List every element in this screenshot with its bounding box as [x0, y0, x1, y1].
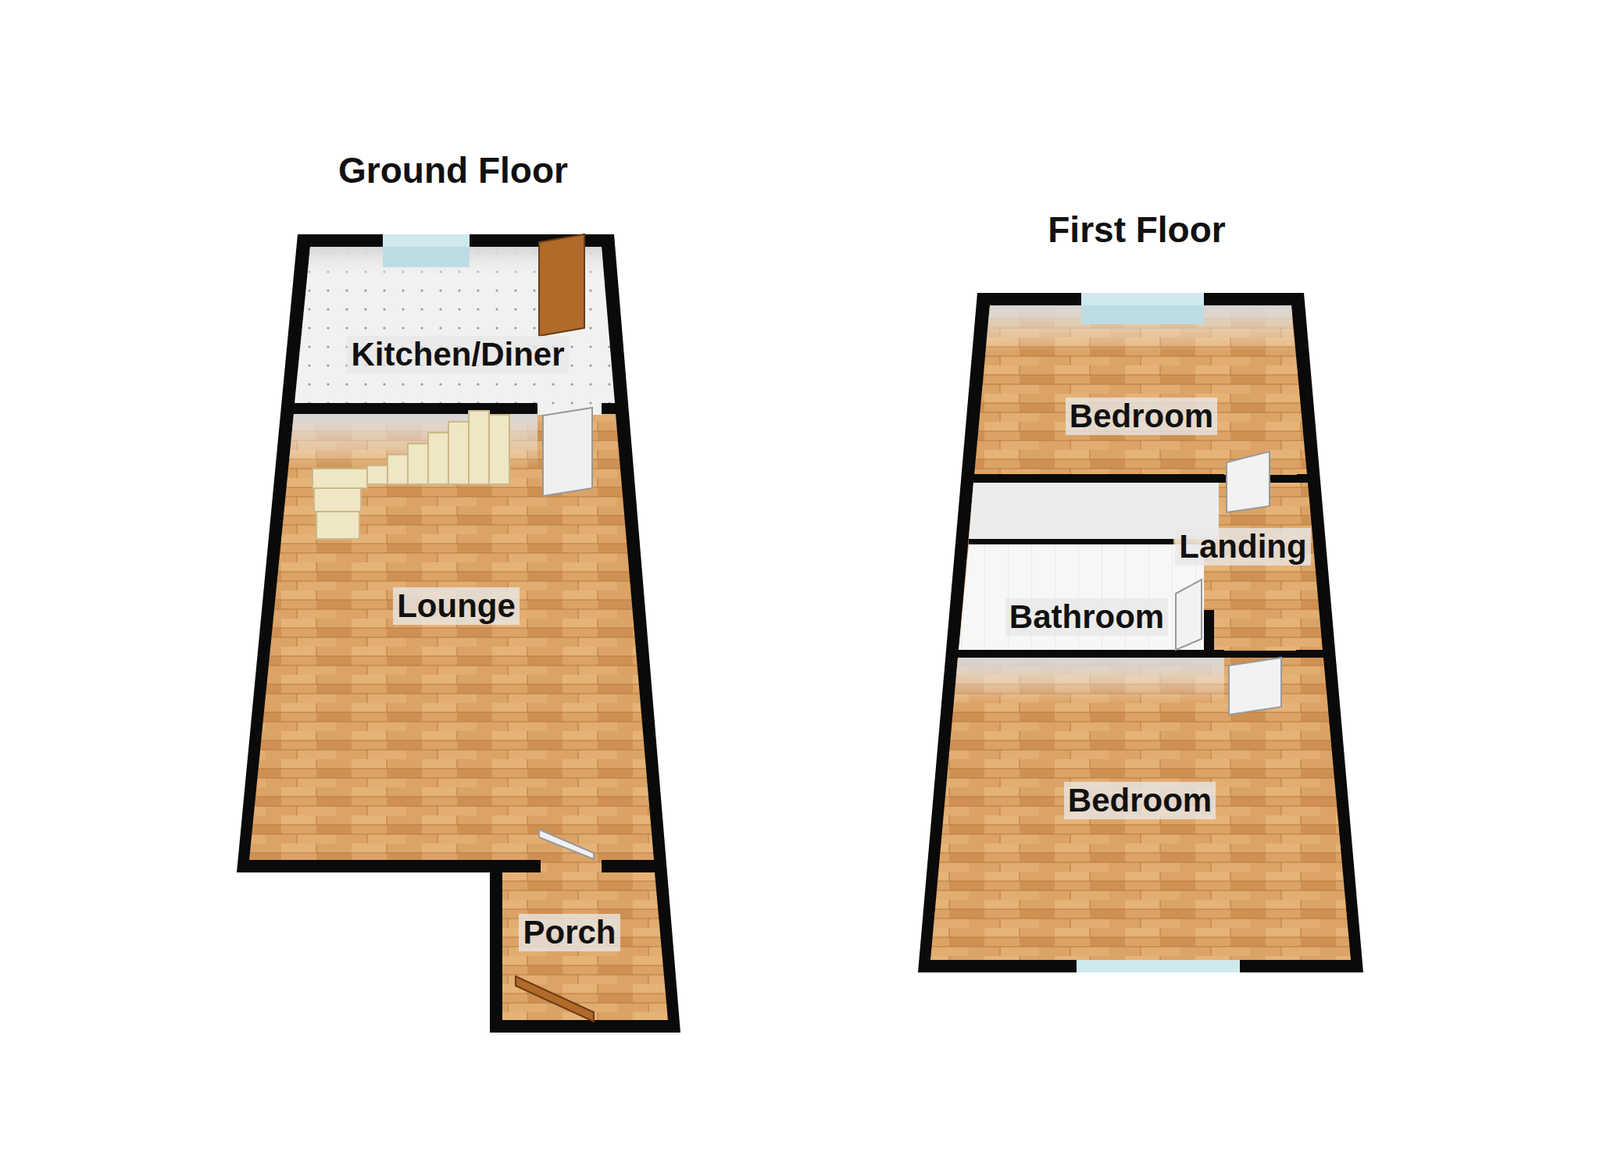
plan-shape	[930, 657, 1351, 961]
room-label: Bedroom	[1065, 397, 1218, 436]
plan-shape	[1203, 610, 1215, 654]
plan-shape	[1081, 305, 1204, 325]
room: Bathroom	[960, 542, 1215, 651]
floor-plan: Ground FloorKitchen/DinerLoungePorch	[230, 140, 692, 1040]
plan-shape	[542, 407, 593, 497]
plan-shape	[407, 443, 429, 485]
plan-shape	[312, 468, 368, 489]
plan-shape	[974, 305, 1308, 475]
floor-plan: First FloorBedroomLandingBathroomBedroom	[910, 199, 1372, 977]
plan-shape	[312, 410, 510, 540]
plan-shape	[958, 482, 1323, 651]
plan-shape	[1296, 650, 1324, 658]
plan-shape	[958, 544, 1204, 651]
plan-shape	[468, 410, 490, 485]
plan-shape	[367, 465, 388, 485]
room: Kitchen/Diner	[297, 244, 615, 404]
plan-shape	[1296, 474, 1308, 483]
plan-shape	[968, 539, 1174, 545]
room-label: Kitchen/Diner	[346, 335, 568, 374]
plan-shape	[539, 829, 594, 860]
plan-shape	[249, 414, 654, 861]
room: Bedroom	[977, 292, 1304, 475]
plan-shape	[316, 511, 360, 540]
plan-shape	[1081, 292, 1204, 306]
plan-shape	[515, 976, 594, 1022]
plan-shape	[502, 872, 668, 1021]
plan-shape	[387, 454, 408, 485]
plan-shape	[1076, 960, 1240, 973]
room: Bedroom	[917, 657, 1364, 973]
floor-title: Ground Floor	[338, 150, 568, 192]
floor-title: First Floor	[1047, 209, 1225, 251]
plan-shape	[540, 859, 602, 874]
room-label: Lounge	[392, 587, 520, 625]
ground-floor-plan	[236, 234, 681, 1033]
plan-shape	[489, 414, 510, 485]
plan-shape	[974, 474, 1225, 483]
plan-shape	[917, 292, 1364, 973]
plan-shape	[314, 488, 361, 512]
plan-shape	[985, 305, 1295, 352]
first-floor-plan	[917, 292, 1364, 973]
plan-shape	[428, 432, 449, 485]
plan-shape	[958, 650, 1225, 658]
room-label: Landing	[1175, 528, 1311, 566]
plan-shape	[382, 234, 470, 247]
plan-shape	[1228, 657, 1282, 715]
plan-shape	[953, 657, 1225, 704]
plan-shape	[539, 234, 585, 336]
plan-shape	[1175, 579, 1202, 650]
room-label: Porch	[518, 914, 620, 952]
plan-shape	[448, 421, 469, 485]
room-label: Bedroom	[1064, 782, 1216, 820]
plan-shape	[236, 234, 681, 1033]
room-label: Bathroom	[1005, 598, 1168, 636]
room: Porch	[489, 864, 681, 1033]
plan-shape	[1226, 451, 1270, 513]
plan-shape	[382, 246, 470, 268]
room: Lounge	[236, 413, 625, 873]
